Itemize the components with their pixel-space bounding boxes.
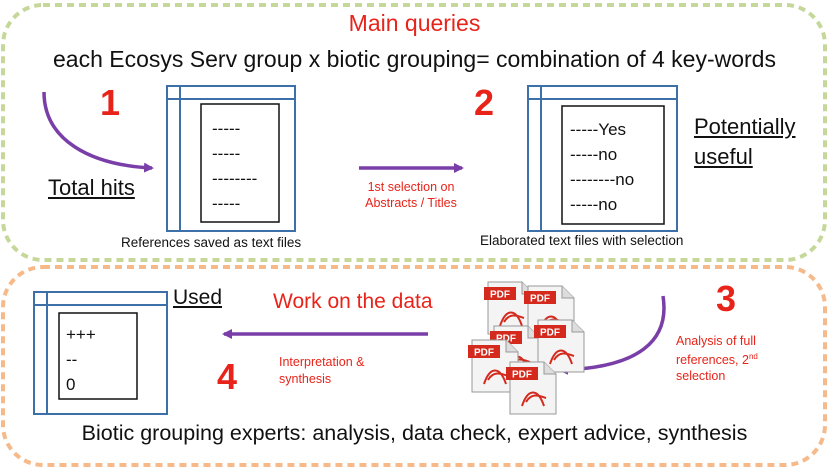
analysis-line2: references, 2nd: [676, 349, 758, 368]
interpretation-line1: Interpretation &: [279, 355, 365, 369]
potentially-line: Potentially: [694, 114, 796, 139]
doc-line: +++: [66, 325, 96, 344]
doc-line: 0: [66, 375, 76, 394]
analysis-line2-text: references, 2: [676, 353, 749, 368]
first-selection-line2: Abstracts / Titles: [365, 196, 457, 210]
svg-text:PDF: PDF: [512, 370, 532, 381]
analysis-line1: Analysis of full: [676, 334, 756, 348]
total-hits-curved-arrow: [42, 91, 154, 173]
used-document-frame: [33, 291, 168, 415]
doc-line: -----: [212, 144, 241, 163]
useful-line: useful: [694, 144, 753, 169]
analysis-superscript: nd: [748, 352, 758, 361]
doc-line: -----: [212, 119, 241, 138]
svg-text:PDF: PDF: [490, 290, 510, 301]
used-label: Used: [173, 286, 223, 309]
analysis-curved-arrow: [558, 295, 666, 375]
references-document-frame: [166, 85, 296, 232]
doc-line: --: [66, 350, 78, 369]
svg-text:PDF: PDF: [530, 294, 550, 305]
analysis-label: Analysis of full references, 2nd selecti…: [676, 333, 758, 384]
pdf-file-icon: PDF: [534, 319, 585, 373]
selection-document-frame: [527, 85, 678, 232]
query-description: each Ecosys Serv group x biotic grouping…: [53, 46, 776, 72]
step-number-4: 4: [217, 356, 238, 397]
used-lines: +++ -- 0: [66, 322, 96, 397]
first-selection-label: 1st selection on Abstracts / Titles: [352, 179, 470, 211]
doc-line: -----no: [570, 145, 618, 164]
doc-line: -----: [212, 194, 241, 213]
analysis-line3: selection: [676, 369, 726, 384]
interpretation-line2: synthesis: [279, 372, 332, 386]
svg-text:PDF: PDF: [540, 328, 560, 339]
step-number-1: 1: [100, 82, 121, 123]
doc-line: --------no: [570, 170, 635, 189]
interpretation-label: Interpretation & synthesis: [279, 354, 364, 388]
selection-lines: -----Yes -----no --------no -----no: [570, 117, 634, 217]
selection-caption: Elaborated text files with selection: [480, 233, 684, 248]
work-on-data-label: Work on the data: [273, 290, 433, 313]
work-on-data-panel: [1, 265, 827, 467]
main-queries-title: Main queries: [348, 10, 481, 36]
svg-text:PDF: PDF: [496, 334, 516, 345]
pdf-file-icons: PDF PDF PDF PDF PDF: [468, 281, 585, 415]
doc-line: -----Yes: [570, 120, 627, 139]
step-number-2: 2: [474, 82, 495, 123]
references-caption: References saved as text files: [121, 235, 302, 250]
svg-text:PDF: PDF: [474, 348, 494, 359]
step-number-3: 3: [716, 278, 737, 319]
potentially-useful-label: Potentially useful: [694, 112, 796, 172]
first-selection-line1: 1st selection on: [367, 180, 455, 194]
doc-line: --------: [212, 169, 258, 188]
main-queries-panel: [1, 3, 827, 262]
total-hits-label: Total hits: [48, 175, 135, 200]
doc-line: -----no: [570, 195, 618, 214]
pdf-file-icon: PDF: [506, 361, 557, 415]
experts-footer: Biotic grouping experts: analysis, data …: [81, 421, 748, 445]
references-lines: ----- ----- -------- -----: [212, 116, 257, 216]
